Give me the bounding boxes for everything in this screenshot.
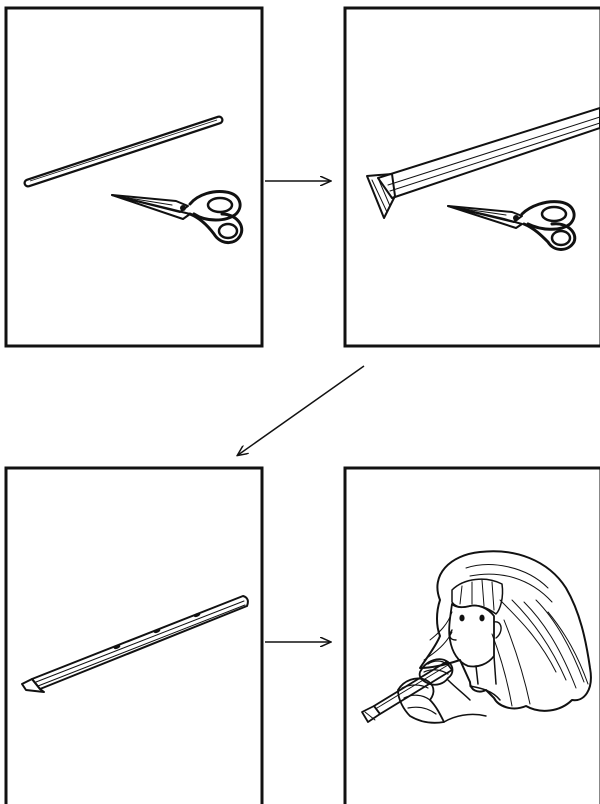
arrow-step2-to-step3 xyxy=(238,366,364,455)
step-3-frame xyxy=(6,468,262,804)
left-eye xyxy=(459,615,464,622)
right-eye xyxy=(479,615,484,622)
step-2-panel xyxy=(345,8,600,346)
step-1-panel xyxy=(6,8,262,346)
step-4-panel xyxy=(345,468,600,804)
step-3-panel xyxy=(6,468,262,804)
step-4-frame xyxy=(345,468,600,804)
